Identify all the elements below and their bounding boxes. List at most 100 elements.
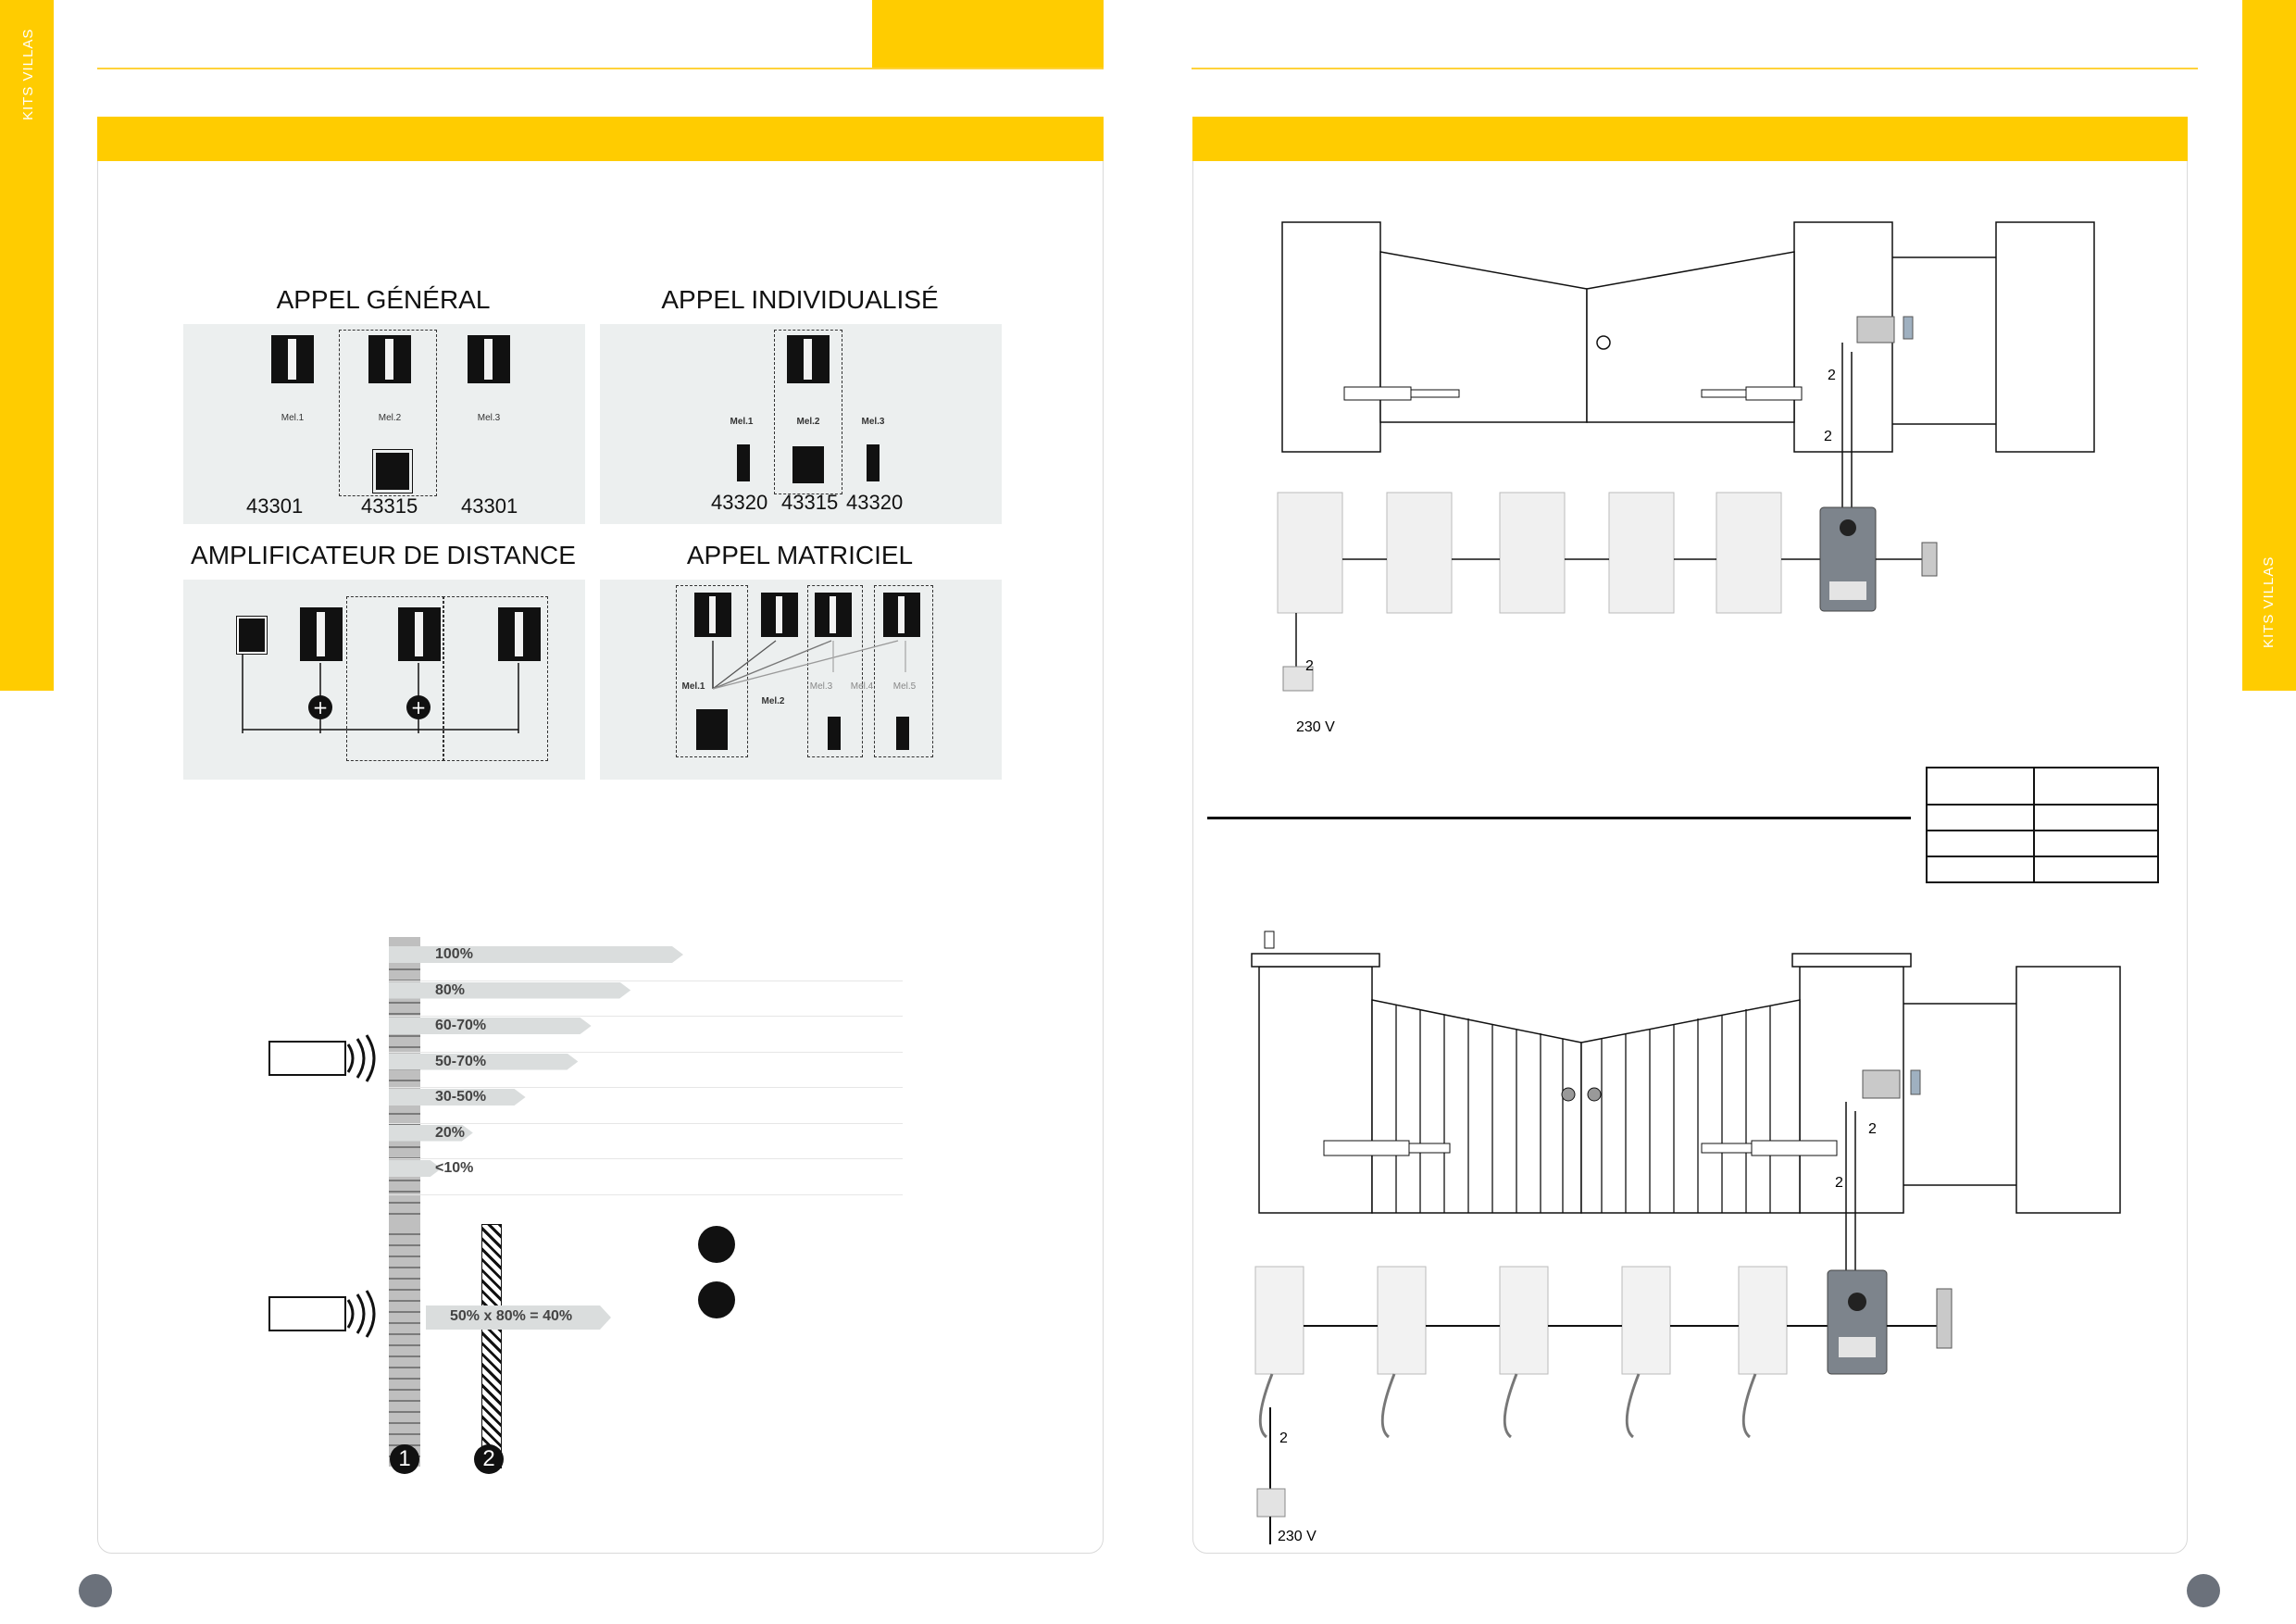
header-rule-right — [1192, 68, 2198, 69]
product-ref: 43301 — [461, 494, 518, 518]
signal-bar-row: 50-70% — [389, 1052, 903, 1088]
signal-bar-label: 20% — [435, 1124, 466, 1141]
signal-bar-label: 50-70% — [435, 1053, 487, 1069]
wire-count-label: 2 — [1824, 429, 1832, 444]
page-number-dot-left — [79, 1574, 112, 1607]
legend-dot — [698, 1226, 735, 1263]
header-accent-block — [872, 0, 1104, 69]
signal-bar-label: 60-70% — [435, 1018, 487, 1033]
repeater-icon — [236, 616, 268, 655]
signal-bar — [389, 1160, 442, 1177]
combined-label: 50% x 80% = 40% — [450, 1308, 573, 1324]
melody-label: Mel.3 — [809, 681, 833, 692]
indoor-unit-icon — [300, 607, 343, 661]
product-ref: 43320 — [711, 491, 768, 514]
wiring-diagram-bottom: 2 2 2 230 V — [1251, 931, 2121, 1544]
melody-label: Mel.1 — [681, 681, 705, 692]
diagram-appel-matriciel: Mel.1 Mel.2 Mel.3 Mel.4 Mel.5 — [600, 580, 1002, 780]
product-ref: 43315 — [361, 494, 418, 518]
wire-count-label: 2 — [1835, 1175, 1843, 1191]
legend-dot — [698, 1281, 735, 1318]
side-label-left: KITS VILLAS — [20, 28, 36, 120]
dashed-group-outline — [874, 585, 933, 757]
melody-label: Mel.2 — [761, 696, 785, 706]
extension-unit-icon — [696, 709, 728, 750]
page-number-dot-right — [2187, 1574, 2220, 1607]
title-appel-matriciel: APPEL MATRICIEL — [686, 541, 914, 569]
gate-bars — [1395, 1006, 1771, 1213]
product-ref: 43301 — [246, 494, 304, 518]
signal-bar-label: <10% — [435, 1160, 474, 1176]
right-side-tab — [2242, 0, 2296, 691]
melody-label: Mel.4 — [850, 681, 874, 692]
indoor-unit-icon — [761, 593, 798, 637]
melody-label: Mel.3 — [477, 413, 501, 423]
left-panel-band — [97, 117, 1104, 161]
indoor-unit-icon — [883, 593, 920, 637]
melody-label: Mel.1 — [730, 417, 754, 427]
diagram-appel-general: Mel.1 Mel.2 Mel.3 43301 43315 43301 — [183, 324, 585, 524]
voltage-label: 230 V — [1278, 1529, 1316, 1544]
dashed-range-outline — [443, 596, 548, 761]
signal-bar — [389, 982, 630, 999]
title-amplificateur: AMPLIFICATEUR DE DISTANCE — [191, 541, 576, 569]
spec-table — [1926, 767, 2159, 883]
indoor-unit-icon — [694, 593, 731, 637]
signal-bar — [389, 946, 683, 963]
wire-count-label: 2 — [1868, 1121, 1877, 1137]
signal-bar — [389, 1054, 578, 1070]
signal-bars: 100%80%60-70%50-70%30-50%20%<10% — [389, 944, 907, 1195]
indoor-unit-icon — [787, 335, 830, 383]
melody-label: Mel.1 — [281, 413, 305, 423]
voltage-label: 230 V — [1296, 719, 1335, 735]
wire-count-label: 2 — [1305, 658, 1314, 674]
melody-label: Mel.3 — [861, 417, 885, 427]
product-ref: 43315 — [781, 491, 839, 514]
melody-label: Mel.2 — [378, 413, 402, 423]
extension-unit-icon — [737, 444, 750, 481]
svg-text:+: + — [313, 696, 329, 718]
dashed-group-outline — [807, 585, 863, 757]
wall-marker: 2 — [474, 1444, 504, 1474]
indoor-monitors — [1277, 492, 1782, 614]
dashed-range-outline — [346, 596, 444, 761]
wire-count-label: 2 — [1828, 368, 1836, 383]
title-appel-general: APPEL GÉNÉRAL — [276, 285, 491, 314]
wire-count-label: 2 — [1279, 1430, 1288, 1446]
signal-bar — [389, 1125, 473, 1142]
melody-label: Mel.5 — [892, 681, 917, 692]
wiring-diagram-top: 2 2 2 230 V — [1277, 221, 2095, 735]
transmitter-icon — [268, 1296, 346, 1331]
indoor-unit-icon — [368, 335, 411, 383]
right-panel-band — [1192, 117, 2188, 161]
signal-bar-row: 20% — [389, 1123, 903, 1159]
indoor-unit-icon — [498, 607, 541, 661]
indoor-unit-icon — [271, 335, 314, 383]
range-arrows: + + — [242, 654, 519, 733]
dashed-group-outline — [774, 330, 842, 494]
title-appel-individualise: APPEL INDIVIDUALISÉ — [661, 285, 939, 314]
combined-arrow — [426, 1305, 611, 1330]
wall-striped-2b — [481, 1224, 502, 1468]
indoor-unit-icon — [815, 593, 852, 637]
transmitter-icon — [268, 1041, 346, 1076]
extension-unit-icon — [896, 717, 909, 750]
indoor-unit-icon — [468, 335, 510, 383]
matrix-arrows — [712, 640, 906, 690]
signal-bar-row: 100% — [389, 944, 903, 981]
signal-wave-icon — [346, 1034, 376, 1082]
divider-rule — [1207, 817, 1911, 819]
diagram-amplificateur: + + — [183, 580, 585, 780]
signal-bar-label: 100% — [435, 946, 473, 962]
signal-bar-row: 60-70% — [389, 1016, 903, 1053]
indoor-unit-icon — [398, 607, 441, 661]
signal-bar-label: 30-50% — [435, 1089, 487, 1105]
product-ref: 43320 — [846, 491, 904, 514]
signal-wave-icon — [346, 1290, 376, 1338]
wall-hatched-2a — [389, 1224, 420, 1467]
handset-units — [1254, 1266, 1788, 1439]
melody-label: Mel.2 — [796, 417, 820, 427]
svg-text:+: + — [411, 696, 427, 718]
extension-unit-icon — [792, 446, 824, 483]
left-side-tab — [0, 0, 54, 691]
